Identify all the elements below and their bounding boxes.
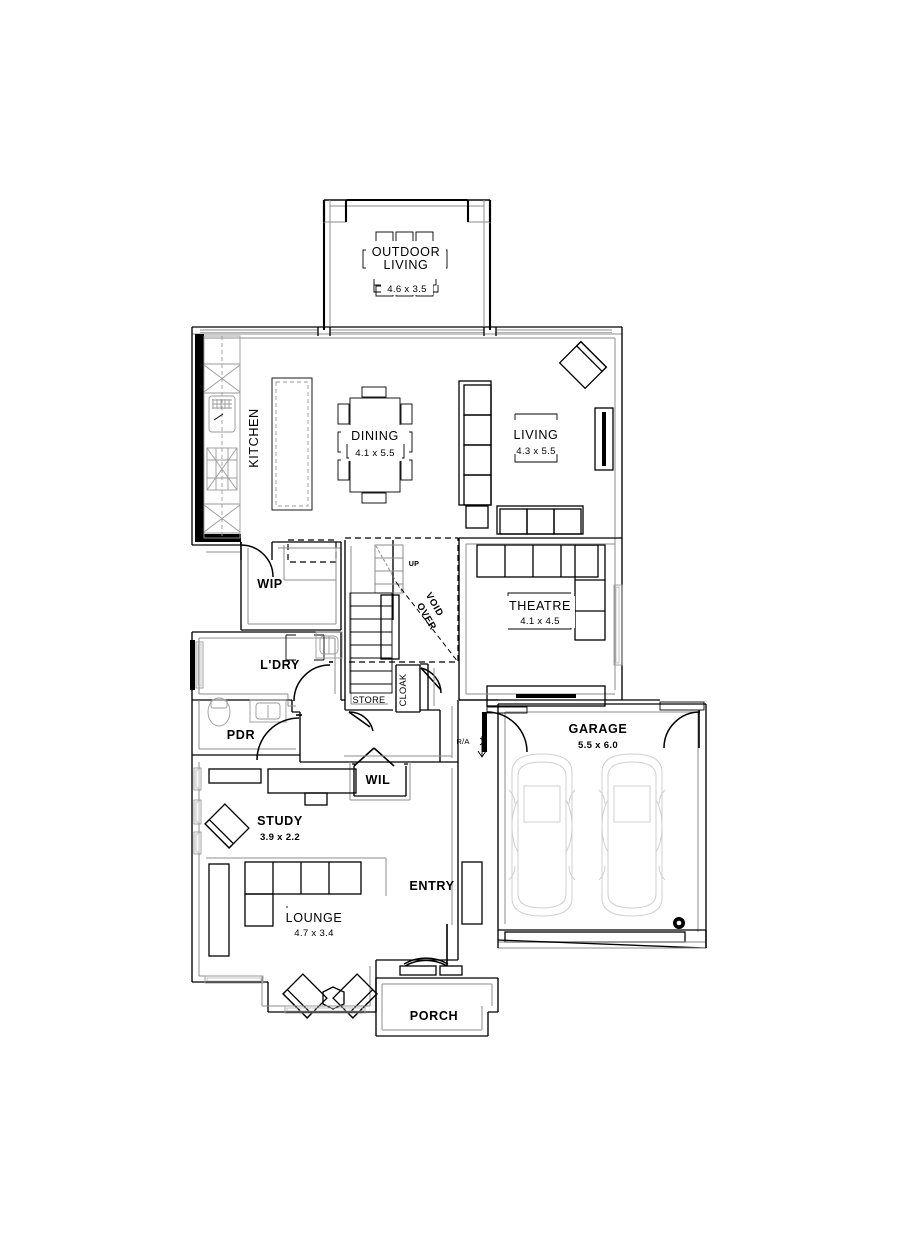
room-outdoor-living: OUTDOOR LIVING 4.6 x 3.5 — [322, 198, 492, 330]
lower-block-shell — [191, 755, 459, 1013]
room-living: LIVING LIVING 4.3 x 5.5 — [458, 340, 614, 535]
room-kitchen: KITCHEN — [203, 335, 313, 539]
living-sofa-bottom — [496, 505, 584, 535]
return-air-label: R/A — [456, 737, 470, 746]
living-tv-unit — [594, 407, 614, 471]
room-study: STUDY 3.9 x 2.2 — [193, 767, 357, 855]
theatre-window — [613, 584, 623, 666]
living-ottoman — [465, 505, 489, 529]
car-outline-right — [598, 753, 666, 917]
theatre-sofa — [476, 544, 606, 641]
garage-internal-door — [482, 706, 528, 753]
misc-wall-details — [192, 537, 707, 949]
staircase: UP STORE — [344, 540, 419, 732]
room-porch: PORCH — [375, 977, 499, 1037]
study-windows — [193, 767, 202, 855]
room-label-lounge: LOUNGE — [286, 911, 343, 925]
living-armchair — [558, 340, 608, 390]
room-dim-garage: 5.5 x 6.0 — [578, 740, 618, 751]
room-label-dining: DINING — [351, 429, 399, 443]
study-shelf — [208, 768, 262, 784]
room-label-study: STUDY — [257, 814, 303, 828]
room-label-ldry: L'DRY — [260, 658, 300, 672]
front-door — [399, 924, 463, 976]
garage-side-door — [659, 701, 705, 749]
study-chair — [304, 792, 328, 806]
room-label-garage: GARAGE — [569, 722, 628, 736]
room-cloak: CLOAK — [395, 663, 442, 713]
room-dim-outdoor-living: 4.6 x 3.5 — [387, 284, 427, 295]
room-label-theatre: THEATRE — [509, 599, 571, 613]
room-label-cloak: CLOAK — [398, 673, 408, 706]
pdr-fixtures — [207, 697, 287, 727]
kitchen-island — [271, 377, 313, 511]
room-label-outdoor-living-1: OUTDOOR — [372, 245, 441, 259]
room-label-kitchen: KITCHEN — [247, 408, 261, 467]
room-dim-theatre: 4.1 x 4.5 — [520, 616, 560, 627]
room-dim-study: 3.9 x 2.2 — [260, 832, 300, 843]
room-dim-living: 4.3 x 5.5 — [516, 446, 556, 457]
entry-console — [461, 861, 483, 925]
return-air-annotation: R/A — [456, 736, 487, 758]
room-wil: WIL — [349, 747, 411, 801]
room-entry: ENTRY — [399, 861, 483, 976]
room-label-outdoor-living-2: LIVING — [384, 258, 429, 272]
room-label-entry: ENTRY — [409, 879, 454, 893]
lounge-sofa — [244, 861, 362, 927]
study-armchair — [204, 803, 250, 849]
room-label-wip: WIP — [257, 577, 283, 591]
room-label-living-2: LIVING — [514, 428, 559, 442]
kitchen-sink — [208, 395, 236, 433]
room-dim-dining: 4.1 x 5.5 — [355, 448, 395, 459]
car-outline-left — [508, 753, 576, 917]
lounge-round-table — [322, 986, 345, 1010]
room-dining: DINING 4.1 x 5.5 — [337, 386, 413, 504]
laundry-window — [190, 640, 204, 690]
laundry-fixtures — [285, 631, 343, 661]
room-label-wil: WIL — [366, 773, 391, 787]
room-label-porch: PORCH — [410, 1009, 458, 1023]
room-lounge: LOUNGE 4.7 x 3.4 — [204, 857, 387, 1019]
room-label-pdr: PDR — [227, 728, 255, 742]
garage-marker-inner — [676, 920, 682, 926]
room-label-store: STORE — [353, 695, 386, 705]
room-theatre: THEATRE 4.1 x 4.5 — [458, 538, 623, 707]
stair-up-label: UP — [409, 559, 419, 568]
theatre-tv-unit — [486, 685, 606, 707]
living-sofa-left — [458, 380, 492, 506]
kitchen-cooktop — [206, 447, 238, 491]
lounge-bay-windows — [204, 975, 366, 1014]
room-dim-lounge: 4.7 x 3.4 — [294, 928, 334, 939]
lounge-tall-unit — [208, 863, 230, 957]
